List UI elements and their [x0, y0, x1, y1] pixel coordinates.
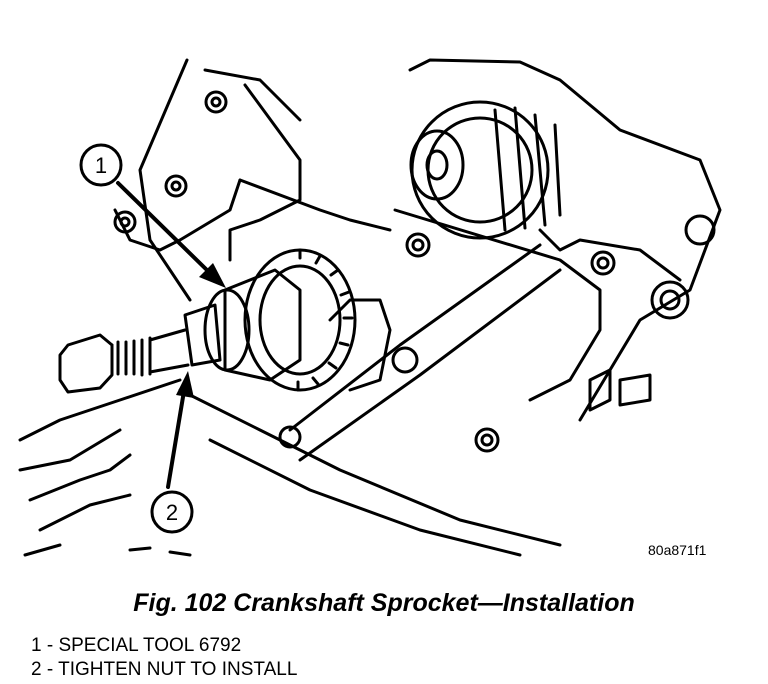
timing-belt [278, 243, 562, 462]
figure-caption: Fig. 102 Crankshaft Sprocket—Installatio… [133, 589, 635, 617]
callout-leaders [116, 181, 214, 489]
callout-1: 1 [79, 143, 123, 187]
legend-item-1: 1 - SPECIAL TOOL 6792 [31, 635, 242, 656]
hand-outline [18, 378, 192, 557]
lower-block-outline [178, 298, 562, 557]
special-tool-6792 [58, 268, 302, 394]
engine-bolts [113, 90, 616, 453]
callout-1-number: 1 [95, 153, 107, 178]
callout-2-arrowhead [176, 371, 194, 398]
callout-2-number: 2 [166, 500, 178, 525]
crankshaft-sprocket-illustration: 1 2 80a871f1 [18, 58, 722, 558]
crankshaft-sprocket [243, 248, 357, 392]
callout-2: 2 [150, 490, 194, 534]
engine-block-outline [113, 58, 392, 302]
figure-reference-code: 80a871f1 [648, 542, 707, 558]
callout-1-arrowhead [199, 263, 226, 288]
camshaft-sprocket [409, 100, 562, 240]
timing-cover-outline [393, 58, 722, 422]
legend-item-2: 2 - TIGHTEN NUT TO INSTALL [31, 659, 298, 680]
